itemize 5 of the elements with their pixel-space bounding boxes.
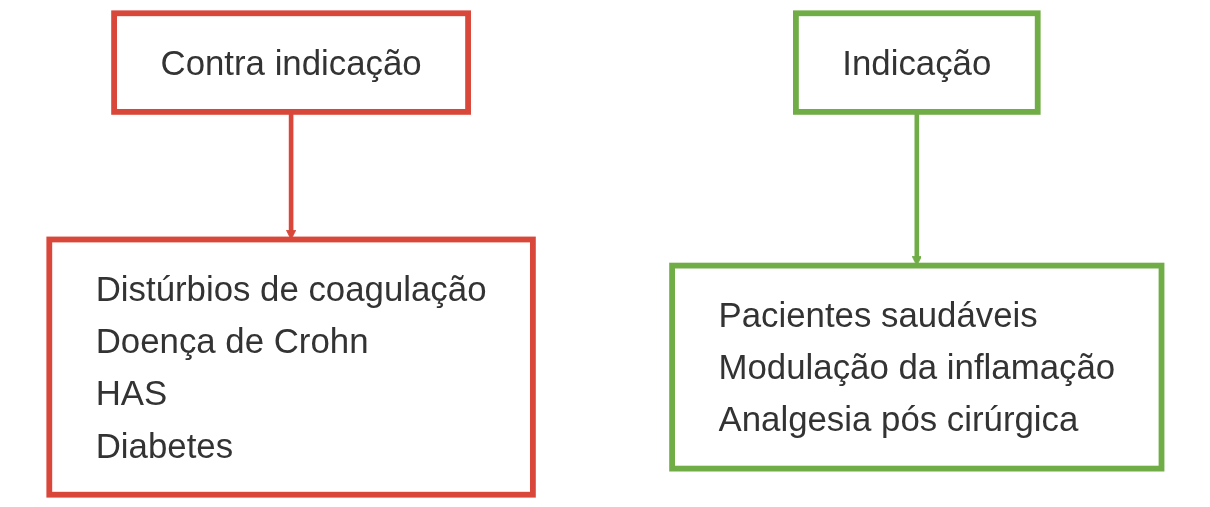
- node-box: [668, 262, 1164, 471]
- flowchart: Contra indicação Indicação Distúrbios de coagulação Doença de Crohn HAS Diabetes Pacientes saudáveis Modulação da inflamação Analgesia pós cirúrgica: [39, 3, 1171, 504]
- node-box: [792, 9, 1041, 115]
- node-box: [110, 9, 471, 115]
- node-box: [46, 236, 536, 498]
